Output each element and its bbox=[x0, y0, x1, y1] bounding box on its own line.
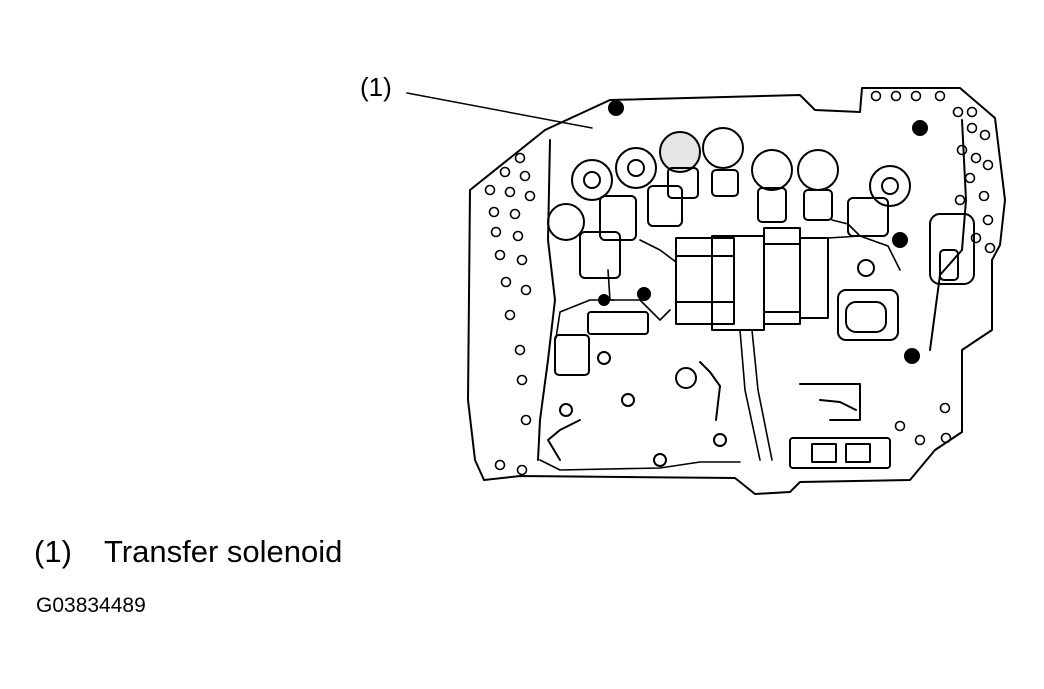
legend: (1) Transfer solenoid bbox=[34, 532, 342, 572]
callout-label-1: (1) bbox=[360, 72, 392, 102]
harness-connector bbox=[675, 227, 829, 331]
plate-holes bbox=[484, 90, 996, 476]
wiring-harness bbox=[539, 219, 901, 471]
callout-leader-line bbox=[406, 92, 593, 129]
solenoid-4 bbox=[702, 127, 744, 169]
legend-label: Transfer solenoid bbox=[104, 534, 343, 569]
solenoid-1 bbox=[571, 159, 613, 201]
solenoid-5 bbox=[751, 149, 793, 191]
lower-components bbox=[547, 213, 975, 469]
solenoid-7 bbox=[869, 165, 911, 207]
bolts bbox=[598, 100, 928, 364]
legend-number: (1) bbox=[34, 534, 72, 569]
transfer-solenoid bbox=[659, 131, 701, 173]
left-plate-inner-edge bbox=[537, 139, 556, 461]
figure-id: G03834489 bbox=[36, 594, 146, 617]
right-plate-inner-edge bbox=[929, 119, 967, 351]
solenoid-row bbox=[547, 127, 911, 279]
valve-body-outline bbox=[467, 87, 1006, 495]
solenoid-2 bbox=[615, 147, 657, 189]
solenoid-6 bbox=[797, 149, 839, 191]
solenoid-8 bbox=[547, 203, 585, 241]
